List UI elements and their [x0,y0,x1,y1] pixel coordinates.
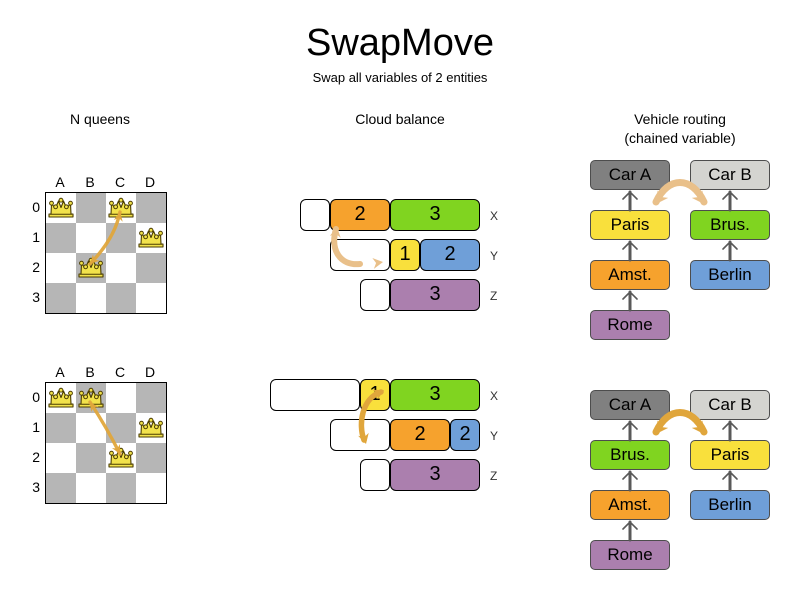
vr-after-car-a-box-2[interactable]: Amst. [590,490,670,520]
cloud-after-label-Y: Y [490,429,499,443]
board-cell-A1[interactable] [46,413,76,443]
board-cell-D3[interactable] [136,473,166,503]
cloud-after-row-X-free-space [270,379,360,411]
vr-before-car-a-box-1[interactable]: Paris [590,210,670,240]
cloud-after-row-Z-process-0[interactable]: 3 [390,459,480,491]
board-cell-D0[interactable] [136,383,166,413]
cloud-before-label-Y: Y [490,249,499,263]
cloud-after-label-Z: Z [490,469,498,483]
board-row-label-2: 2 [32,259,40,275]
vr-after-car-a-box-1[interactable]: Brus. [590,440,670,470]
cloud-after-row-Z: 3 [360,459,480,491]
board-col-label-D: D [144,174,156,190]
cloud-after-row-X-process-1[interactable]: 3 [390,379,480,411]
board-cell-D3[interactable] [136,283,166,313]
queen-icon [138,227,164,248]
queen-piece-D1[interactable] [136,223,166,253]
queen-piece-D1[interactable] [136,413,166,443]
vr-after-car-b-box-0[interactable]: Car B [690,390,770,420]
board-cell-D2[interactable] [136,253,166,283]
board-col-label-A: A [55,174,65,190]
board-row-label-0: 0 [32,389,40,405]
queen-piece-A0[interactable] [46,383,76,413]
cloud-before-row-Z: 3 [360,279,480,311]
board-row-label-1: 1 [32,419,40,435]
board-cell-C3[interactable] [106,283,136,313]
section-title-vehicle-routing-line1: Vehicle routing [634,111,726,127]
board-cell-A2[interactable] [46,253,76,283]
queen-icon [48,197,74,218]
board-cell-C3[interactable] [106,473,136,503]
board-cell-D2[interactable] [136,443,166,473]
vr-before-car-a-box-3[interactable]: Rome [590,310,670,340]
vr-before-car-a-box-2[interactable]: Amst. [590,260,670,290]
board-row-label-0: 0 [32,199,40,215]
board-cell-A3[interactable] [46,283,76,313]
n-queens-before-chessboard [45,192,167,314]
board-cell-B3[interactable] [76,473,106,503]
board-col-label-A: A [55,364,65,380]
cloud-before-row-Z-process-0[interactable]: 3 [390,279,480,311]
page-title: SwapMove [306,22,494,64]
cloud-after-row-Y-process-0[interactable]: 2 [390,419,450,451]
cloud-before-row-Y-process-1[interactable]: 2 [420,239,480,271]
board-col-label-B: B [85,174,95,190]
cloud-before-label-X: X [490,209,499,223]
board-cell-A1[interactable] [46,223,76,253]
vr-after-car-a-box-3[interactable]: Rome [590,540,670,570]
section-title-n-queens: N queens [70,111,130,127]
page-subtitle: Swap all variables of 2 entities [312,70,488,85]
cloud-before-row-X-process-1[interactable]: 3 [390,199,480,231]
queen-icon [138,417,164,438]
board-row-label-3: 3 [32,479,40,495]
board-col-label-B: B [85,364,95,380]
section-title-cloud-balance: Cloud balance [355,111,445,127]
cloud-before-label-Z: Z [490,289,498,303]
cloud-before-row-Z-free-space [360,279,390,311]
board-cell-D0[interactable] [136,193,166,223]
board-col-label-C: C [114,364,126,380]
queen-icon [48,387,74,408]
board-row-label-1: 1 [32,229,40,245]
vr-after-car-a-box-0[interactable]: Car A [590,390,670,420]
cloud-before-row-Y-process-0[interactable]: 1 [390,239,420,271]
board-cell-A3[interactable] [46,473,76,503]
vr-before-car-b-box-0[interactable]: Car B [690,160,770,190]
cloud-after-row-Z-free-space [360,459,390,491]
section-title-vehicle-routing: Vehicle routing (chained variable) [600,110,760,148]
vr-before-car-a-box-0[interactable]: Car A [590,160,670,190]
board-col-label-D: D [144,364,156,380]
cloud-after-row-Y-process-1[interactable]: 2 [450,419,480,451]
board-row-label-3: 3 [32,289,40,305]
queen-piece-A0[interactable] [46,193,76,223]
cloud-before-row-X-free-space [300,199,330,231]
board-cell-A2[interactable] [46,443,76,473]
section-title-vehicle-routing-line2: (chained variable) [624,129,736,146]
board-col-label-C: C [114,174,126,190]
board-cell-B3[interactable] [76,283,106,313]
cloud-after-label-X: X [490,389,499,403]
cloud-before-row-X-process-0[interactable]: 2 [330,199,390,231]
board-row-label-2: 2 [32,449,40,465]
